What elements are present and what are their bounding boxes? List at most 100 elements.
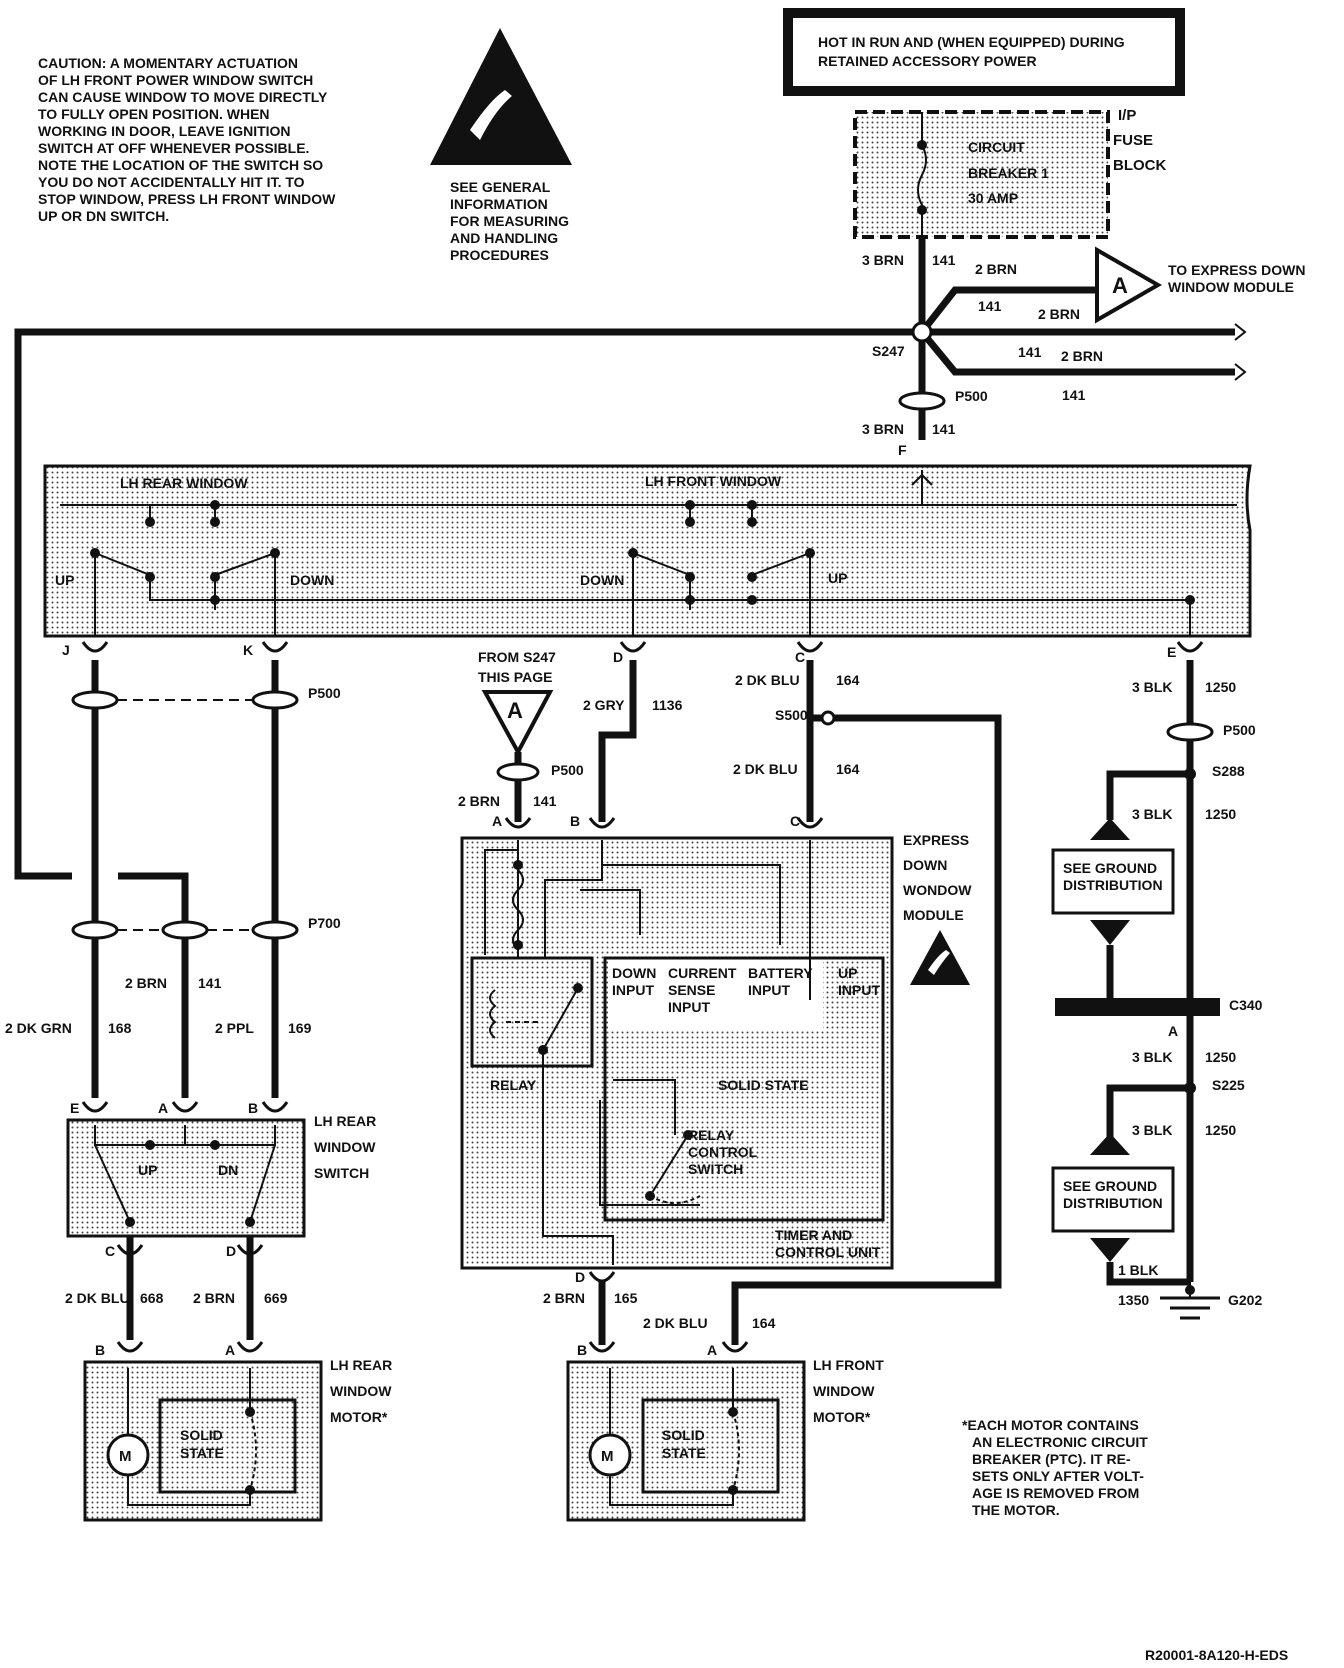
svg-text:SETS ONLY AFTER VOLT-: SETS ONLY AFTER VOLT- xyxy=(972,1468,1144,1484)
svg-text:INFORMATION: INFORMATION xyxy=(450,196,548,212)
wire-circuit: 1350 xyxy=(1118,1292,1149,1308)
svg-text:DN: DN xyxy=(218,1162,238,1178)
wire-circuit: 141 xyxy=(533,793,557,809)
svg-text:RELAY: RELAY xyxy=(490,1077,537,1093)
wire-gauge: 3 BLK xyxy=(1132,1122,1172,1138)
svg-text:WORKING IN DOOR, LEAVE IGNITIO: WORKING IN DOOR, LEAVE IGNITION xyxy=(38,123,291,139)
figure-id: R20001-8A120-H-EDS xyxy=(1145,1647,1288,1663)
svg-text:M: M xyxy=(119,1448,132,1465)
pin-label: C xyxy=(795,649,805,665)
svg-text:STOP WINDOW, PRESS LH FRONT WI: STOP WINDOW, PRESS LH FRONT WINDOW xyxy=(38,191,336,207)
wire-circuit: 141 xyxy=(1018,344,1042,360)
svg-text:WINDOW: WINDOW xyxy=(314,1139,376,1155)
svg-text:DOWN: DOWN xyxy=(903,857,947,873)
wire-gauge: 2 BRN xyxy=(1061,348,1103,364)
wire-141-left xyxy=(14,328,922,880)
svg-text:RETAINED ACCESSORY POWER: RETAINED ACCESSORY POWER xyxy=(818,53,1037,69)
splice-label: S500 xyxy=(775,707,808,723)
svg-text:HOT IN RUN AND (WHEN EQUIPPED): HOT IN RUN AND (WHEN EQUIPPED) DURING xyxy=(818,34,1125,50)
pin-label: B xyxy=(577,1342,587,1358)
lh-front-master-switch: LH REAR WINDOW LH FRONT WINDOW UP DOWN D… xyxy=(43,464,1252,638)
wire-gauge: 2 DK BLU xyxy=(735,672,800,688)
svg-text:MOTOR*: MOTOR* xyxy=(813,1409,871,1425)
svg-text:UP: UP xyxy=(55,572,74,588)
wire-gauge: 2 BRN xyxy=(125,975,167,991)
connector-p500-top: P500 xyxy=(898,388,988,411)
svg-text:BREAKER (PTC). IT RE-: BREAKER (PTC). IT RE- xyxy=(972,1451,1131,1467)
express-dest-label: TO EXPRESS DOWN WINDOW MODULE xyxy=(1168,262,1305,295)
ground-distribution-ref-2: SEE GROUND DISTRIBUTION xyxy=(1051,1166,1175,1233)
wire-gauge: 2 DK GRN xyxy=(5,1020,72,1036)
svg-text:TO FULLY OPEN POSITION. WHEN: TO FULLY OPEN POSITION. WHEN xyxy=(38,106,270,122)
wire-circuit: 141 xyxy=(198,975,222,991)
svg-text:SEE GROUND: SEE GROUND xyxy=(1063,860,1157,876)
svg-text:INPUT: INPUT xyxy=(612,982,654,998)
pin-label: D xyxy=(226,1243,236,1259)
svg-text:CONTROL UNIT: CONTROL UNIT xyxy=(775,1244,881,1260)
connector-a-ref: A xyxy=(1095,246,1163,324)
pin-label: A xyxy=(158,1100,168,1116)
esd-warning-icon xyxy=(430,28,572,165)
arrow-up-icon xyxy=(1090,1133,1130,1155)
svg-text:RELAY: RELAY xyxy=(688,1127,735,1143)
svg-text:AN ELECTRONIC CIRCUIT: AN ELECTRONIC CIRCUIT xyxy=(972,1434,1148,1450)
svg-text:LH FRONT WINDOW: LH FRONT WINDOW xyxy=(645,473,782,489)
splice-label: S225 xyxy=(1212,1077,1245,1093)
svg-text:P500: P500 xyxy=(955,388,988,404)
svg-text:UP OR DN SWITCH.: UP OR DN SWITCH. xyxy=(38,208,169,224)
wire-gauge: 2 DK BLU xyxy=(65,1290,130,1306)
svg-text:THE MOTOR.: THE MOTOR. xyxy=(972,1502,1060,1518)
wire-gauge: 3 BLK xyxy=(1132,806,1172,822)
svg-text:NOTE THE LOCATION OF THE SWITC: NOTE THE LOCATION OF THE SWITCH SO xyxy=(38,157,323,173)
svg-text:OF LH FRONT POWER WINDOW SWITC: OF LH FRONT POWER WINDOW SWITCH xyxy=(38,72,313,88)
arrow-up-icon xyxy=(1090,818,1130,840)
svg-text:MOTOR*: MOTOR* xyxy=(330,1409,388,1425)
rear-motor-label: LH REAR WINDOW MOTOR* xyxy=(330,1357,392,1425)
pin-label: B xyxy=(248,1100,258,1116)
ground-g202-icon xyxy=(1160,1282,1220,1320)
connector-p500-module xyxy=(496,762,540,782)
svg-text:P500: P500 xyxy=(308,685,341,701)
caution-note: CAUTION: A MOMENTARY ACTUATION OF LH FRO… xyxy=(38,55,336,224)
svg-text:SOLID: SOLID xyxy=(180,1427,223,1443)
svg-text:WINDOW MODULE: WINDOW MODULE xyxy=(1168,279,1294,295)
svg-text:SWITCH: SWITCH xyxy=(688,1161,743,1177)
svg-text:SENSE: SENSE xyxy=(668,982,715,998)
wire-circuit: 1250 xyxy=(1205,1122,1236,1138)
wire-g202-branch xyxy=(1106,1262,1190,1286)
svg-text:MODULE: MODULE xyxy=(903,907,964,923)
splice-s500 xyxy=(820,710,836,726)
svg-text:M: M xyxy=(601,1448,614,1465)
lh-rear-window-switch: UP DN xyxy=(66,1118,306,1238)
svg-text:WINDOW: WINDOW xyxy=(813,1383,875,1399)
wire-circuit: 169 xyxy=(288,1020,312,1036)
svg-text:LH REAR WINDOW: LH REAR WINDOW xyxy=(120,475,248,491)
wire-circuit: 668 xyxy=(140,1290,164,1306)
svg-text:P700: P700 xyxy=(308,915,341,931)
wire-gauge: 2 BRN xyxy=(193,1290,235,1306)
wire-circuit: 1136 xyxy=(652,697,683,713)
svg-text:WONDOW: WONDOW xyxy=(903,882,972,898)
module-label: EXPRESS DOWN WONDOW MODULE xyxy=(903,832,972,923)
connector-c340-bar xyxy=(1055,998,1220,1016)
svg-text:STATE: STATE xyxy=(180,1445,224,1461)
svg-text:INPUT: INPUT xyxy=(748,982,790,998)
pin-label: B xyxy=(570,813,580,829)
wire-circuit: 165 xyxy=(614,1290,638,1306)
pin-label: B xyxy=(95,1342,105,1358)
svg-text:CURRENT: CURRENT xyxy=(668,965,737,981)
motor-footnote: *EACH MOTOR CONTAINS AN ELECTRONIC CIRCU… xyxy=(962,1417,1148,1518)
esd-small-icon xyxy=(910,930,970,985)
wire-circuit: 141 xyxy=(978,298,1002,314)
svg-text:SEE GROUND: SEE GROUND xyxy=(1063,1178,1157,1194)
svg-text:AND HANDLING: AND HANDLING xyxy=(450,230,558,246)
pin-label: K xyxy=(243,642,253,658)
svg-text:30 AMP: 30 AMP xyxy=(968,190,1018,206)
wire-circuit: 141 xyxy=(1062,387,1086,403)
wire-to-express-module xyxy=(919,286,1095,335)
lh-rear-window-motor: M SOLID STATE xyxy=(83,1360,323,1522)
connector-p500-rear: P500 xyxy=(71,685,341,710)
front-motor-label: LH FRONT WINDOW MOTOR* xyxy=(813,1357,884,1425)
svg-text:FROM S247: FROM S247 xyxy=(478,649,556,665)
wire-gauge: 2 BRN xyxy=(458,793,500,809)
